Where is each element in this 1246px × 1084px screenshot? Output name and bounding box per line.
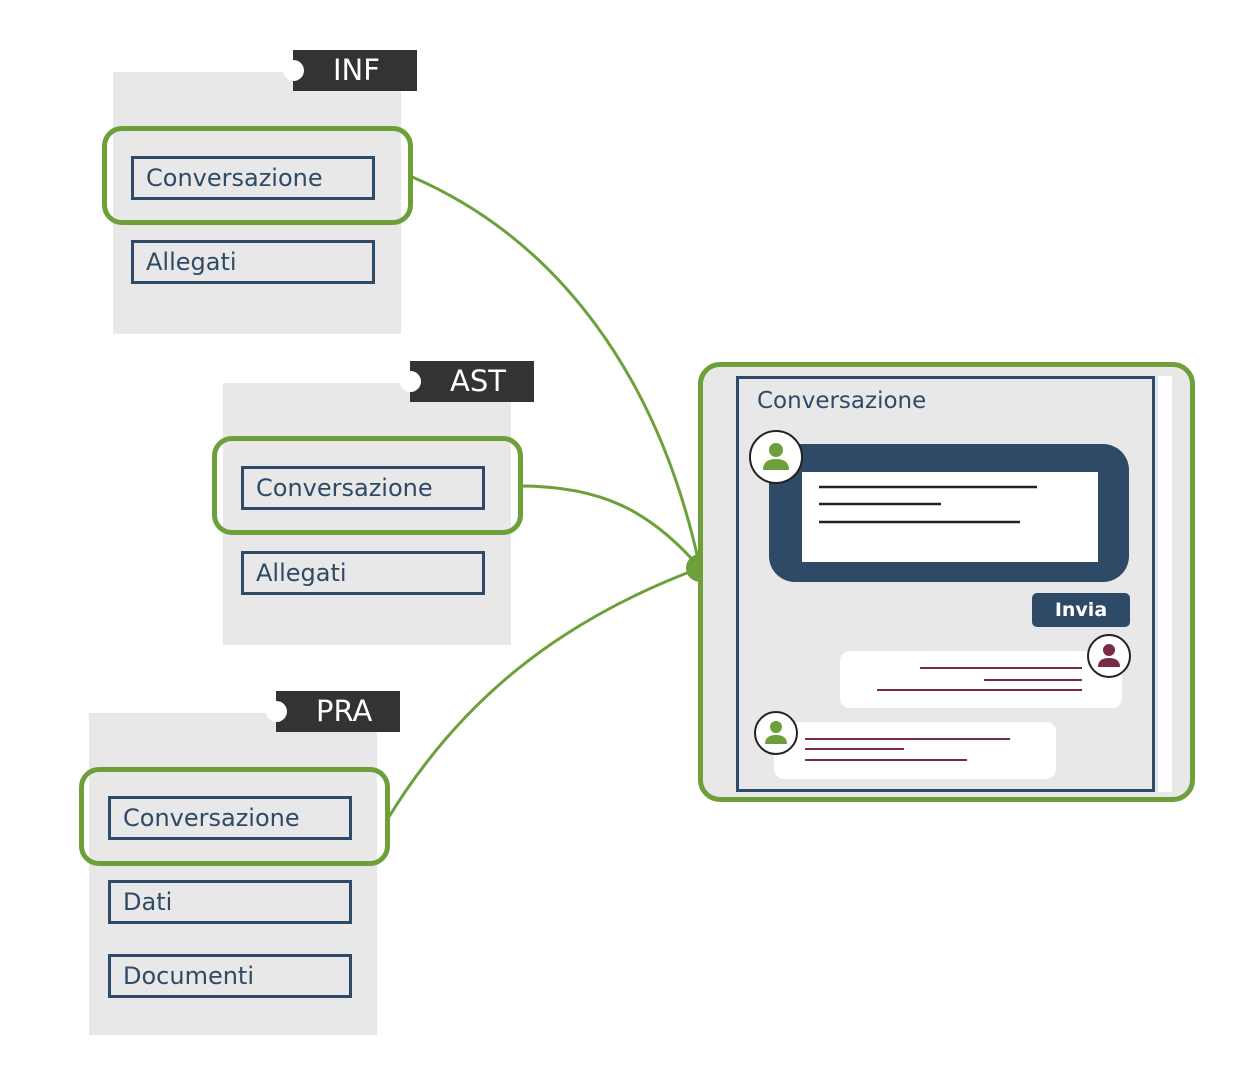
conversation-title: Conversazione [757,388,927,414]
module-inf-panel [113,72,401,334]
module-inf-tag: INF [283,50,417,91]
module-pra-item-dati[interactable]: Dati [108,880,352,924]
tag-notch [400,371,421,392]
connector-inf [409,174,702,569]
module-pra-item-documenti[interactable]: Documenti [108,954,352,998]
tag-notch [283,60,304,81]
module-pra-tag: PRA [266,691,400,732]
user-icon [765,721,787,744]
module-ast-tag: AST [400,361,534,402]
connector-ast [519,484,702,569]
module-ast-tag-label: AST [450,364,506,398]
send-button[interactable]: Invia [1032,593,1130,627]
conversation-scroll-strip [1158,376,1172,792]
user-avatar-compose [749,430,803,484]
module-ast-item-allegati[interactable]: Allegati [241,551,485,595]
module-inf-tag-label: INF [333,53,380,87]
tag-notch [266,701,287,722]
user-icon [763,443,789,470]
module-pra-highlight [79,767,390,866]
message-bubble-sent [774,722,1056,779]
module-inf-item-allegati[interactable]: Allegati [131,240,375,284]
module-ast-item-conversazione[interactable]: Conversazione [241,466,485,510]
user-icon-other [1098,644,1120,667]
module-pra-tag-label: PRA [316,694,373,728]
other-avatar [1087,634,1131,678]
module-ast-panel [223,383,511,645]
module-ast-highlight [212,436,523,535]
module-inf-item-conversazione[interactable]: Conversazione [131,156,375,200]
connector-pra [385,566,701,821]
user-avatar-message [754,711,798,755]
module-pra-item-conversazione[interactable]: Conversazione [108,796,352,840]
module-inf-highlight [102,126,413,225]
